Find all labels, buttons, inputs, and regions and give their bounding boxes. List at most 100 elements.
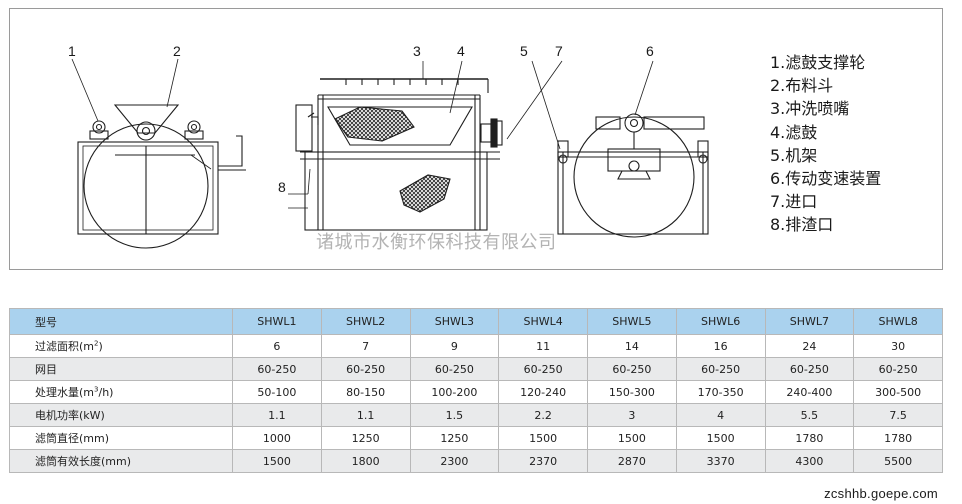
callout-2: 2 <box>173 43 181 59</box>
table-cell: 60-250 <box>320 357 411 381</box>
table-cell: 4300 <box>764 449 855 473</box>
parts-legend: 1.滤鼓支撑轮 2.布料斗 3.冲洗喷嘴 4.滤鼓 5.机架 6.传动变速装置 … <box>770 51 881 237</box>
table-cell: 1500 <box>587 426 677 450</box>
legend-item: 2.布料斗 <box>770 76 834 96</box>
row-label-superscript: 2 <box>94 339 99 348</box>
row-label-text: 过滤面积(m <box>35 340 95 353</box>
table-cell: 1780 <box>764 426 855 450</box>
legend-item: 8.排渣口 <box>770 215 834 235</box>
table-cell: 24 <box>764 334 855 358</box>
end-view-right <box>531 60 709 238</box>
table-cell: 3370 <box>675 449 766 473</box>
header-model-shwl5: SHWL5 <box>587 308 677 335</box>
table-cell: 60-250 <box>675 357 766 381</box>
table-cell: 1000 <box>232 426 322 450</box>
table-cell: 1.5 <box>409 403 500 427</box>
table-cell: 7.5 <box>853 403 943 427</box>
header-model-shwl3: SHWL3 <box>409 308 500 335</box>
header-model-shwl2: SHWL2 <box>320 308 411 335</box>
header-model-shwl1: SHWL1 <box>232 308 322 335</box>
end-view-left <box>71 58 246 249</box>
row-label-suffix: /h) <box>98 386 114 399</box>
row-label: 网目 <box>9 357 233 381</box>
table-cell: 9 <box>409 334 500 358</box>
table-cell: 80-150 <box>320 380 411 404</box>
table-cell: 300-500 <box>853 380 943 404</box>
row-label: 电机功率(kW) <box>9 403 233 427</box>
table-cell: 170-350 <box>675 380 766 404</box>
row-label-text: 滤筒有效长度(mm) <box>35 455 132 468</box>
legend-item: 6.传动变速装置 <box>770 169 882 189</box>
table-cell: 1800 <box>320 449 411 473</box>
legend-item: 7.进口 <box>770 192 818 212</box>
table-cell: 240-400 <box>764 380 855 404</box>
row-label-text: 滤筒直径(mm) <box>35 432 110 445</box>
drum-filter-drawing: 1 2 3 4 5 7 6 8 <box>68 43 709 249</box>
table-cell: 60-250 <box>853 357 943 381</box>
row-label-text: 处理水量(m <box>35 386 95 399</box>
callout-1: 1 <box>68 43 76 59</box>
table-cell: 5500 <box>853 449 943 473</box>
header-model-shwl6: SHWL6 <box>675 308 766 335</box>
row-label: 滤筒直径(mm) <box>9 426 233 450</box>
table-cell: 50-100 <box>232 380 322 404</box>
legend-item: 5.机架 <box>770 145 818 165</box>
table-cell: 60-250 <box>409 357 500 381</box>
diagram-frame: 1 2 3 4 5 7 6 8 1.滤鼓支撑轮 2.布料斗 3.冲洗喷嘴 4.滤… <box>9 8 943 270</box>
header-model-shwl4: SHWL4 <box>498 308 588 335</box>
callout-4: 4 <box>457 43 465 59</box>
table-cell: 2300 <box>409 449 500 473</box>
table-cell: 2.2 <box>498 403 588 427</box>
table-cell: 60-250 <box>232 357 322 381</box>
side-view-center <box>288 60 563 231</box>
site-url: zcshhb.goepe.com <box>824 486 938 501</box>
table-cell: 16 <box>675 334 766 358</box>
table-cell: 6 <box>232 334 322 358</box>
table-cell: 150-300 <box>587 380 677 404</box>
company-watermark: 诸城市水衡环保科技有限公司 <box>316 232 557 253</box>
row-label: 滤筒有效长度(mm) <box>9 449 233 473</box>
table-cell: 60-250 <box>764 357 855 381</box>
table-cell: 14 <box>587 334 677 358</box>
table-cell: 4 <box>675 403 766 427</box>
callout-6: 6 <box>646 43 654 59</box>
table-cell: 11 <box>498 334 588 358</box>
table-cell: 1780 <box>853 426 943 450</box>
callout-8: 8 <box>278 179 286 195</box>
row-label: 处理水量(m3/h) <box>9 380 233 404</box>
table-cell: 1250 <box>320 426 411 450</box>
table-cell: 60-250 <box>498 357 588 381</box>
table-cell: 2870 <box>587 449 677 473</box>
table-cell: 1.1 <box>232 403 322 427</box>
table-cell: 2370 <box>498 449 588 473</box>
legend-item: 4.滤鼓 <box>770 122 818 142</box>
legend-item: 1.滤鼓支撑轮 <box>770 53 866 72</box>
legend-item: 3.冲洗喷嘴 <box>770 99 850 119</box>
row-label-superscript: 3 <box>94 385 99 394</box>
callout-3: 3 <box>413 43 421 59</box>
table-cell: 120-240 <box>498 380 588 404</box>
row-label-text: 电机功率(kW) <box>35 409 105 422</box>
table-cell: 1250 <box>409 426 500 450</box>
callout-5: 5 <box>520 43 528 59</box>
table-cell: 7 <box>320 334 411 358</box>
table-cell: 30 <box>853 334 943 358</box>
table-cell: 1500 <box>675 426 766 450</box>
table-cell: 100-200 <box>409 380 500 404</box>
table-cell: 1500 <box>498 426 588 450</box>
table-cell: 1.1 <box>320 403 411 427</box>
callout-7: 7 <box>555 43 563 59</box>
table-cell: 3 <box>587 403 677 427</box>
row-label-text: 网目 <box>35 363 57 376</box>
row-label-suffix: ) <box>98 340 103 353</box>
header-model-shwl7: SHWL7 <box>764 308 855 335</box>
header-model-label: 型号 <box>9 308 233 335</box>
